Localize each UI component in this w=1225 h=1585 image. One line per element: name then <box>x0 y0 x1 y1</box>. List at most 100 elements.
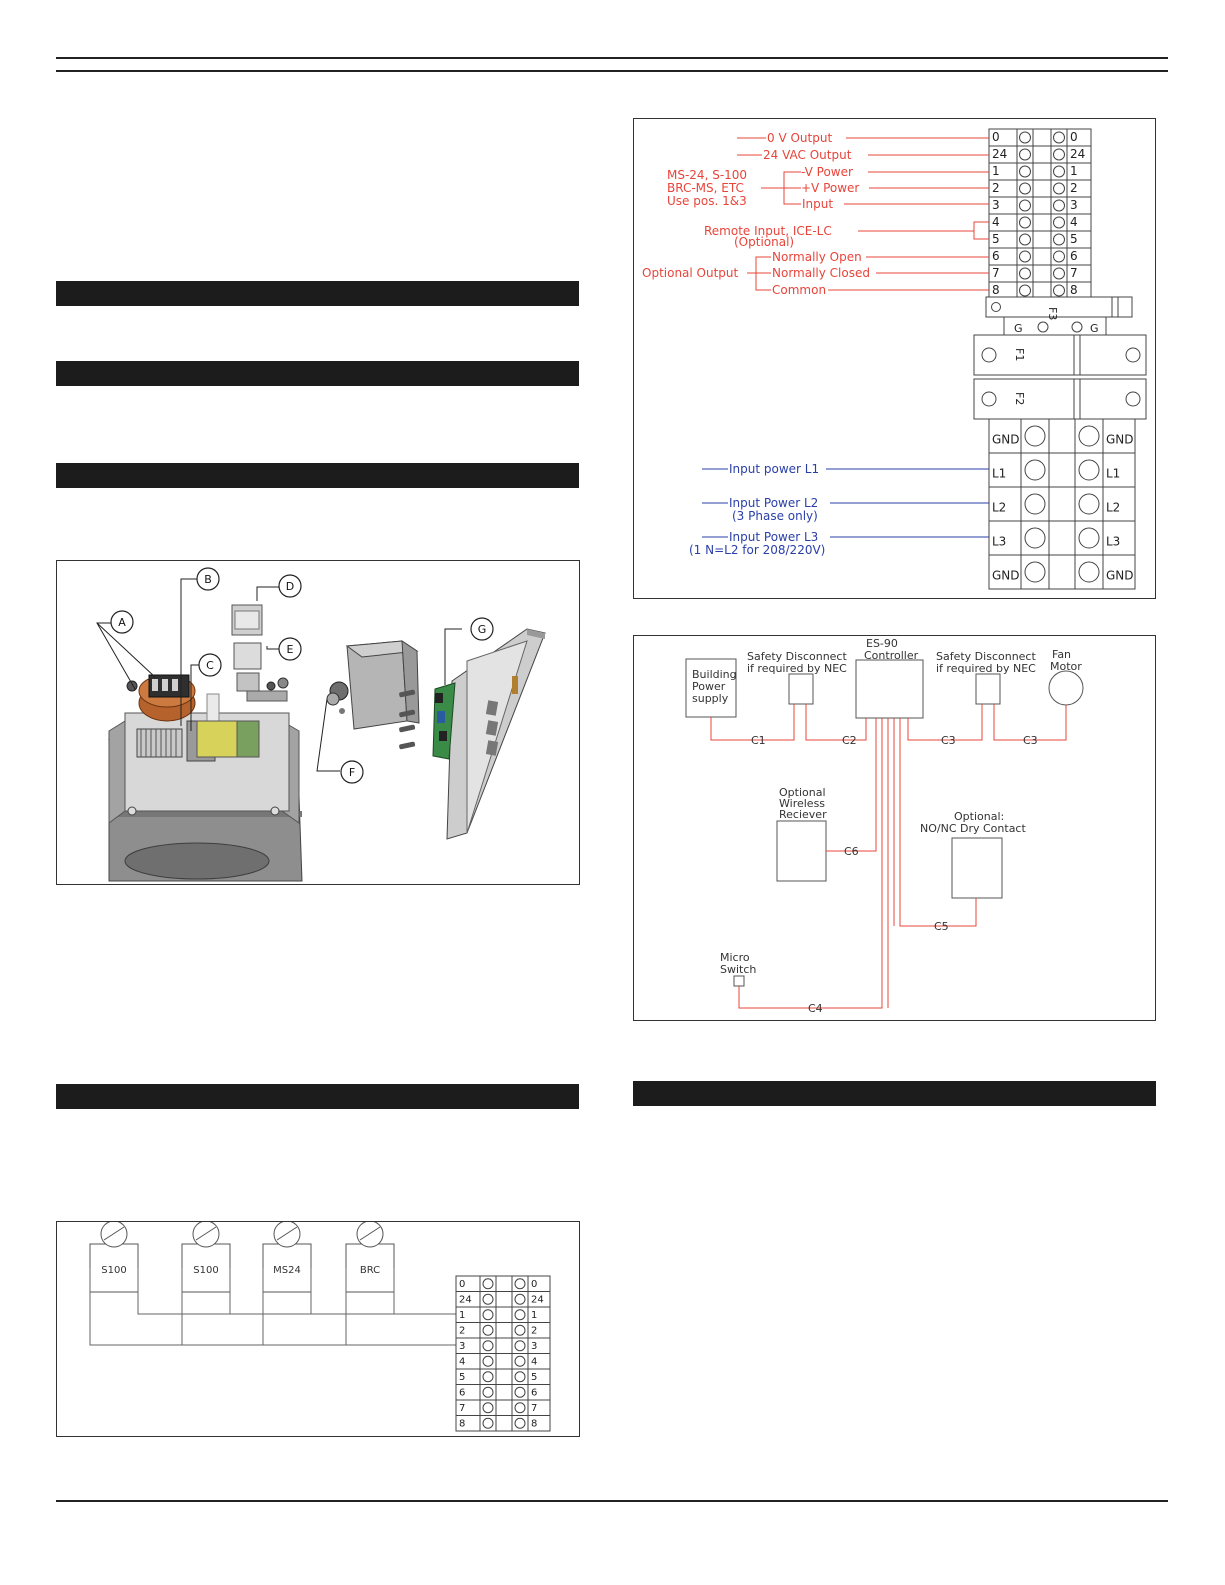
td-terminal-screw-left-4 <box>1019 199 1031 212</box>
callout-c-label: C <box>206 659 214 672</box>
sw-terminal-screw-right-3 <box>514 1324 526 1336</box>
td-terminal-screw-right-6 <box>1053 233 1065 246</box>
td-power-label-left-1: L1 <box>992 466 1006 480</box>
system-diagram-drawing: Building Power supply Safety Disconnect … <box>685 637 1084 1015</box>
dry-contact-line-2: NO/NC Dry Contact <box>920 822 1026 835</box>
three-phase-note: (3 Phase only) <box>732 509 818 523</box>
building-power-line-2: Power <box>692 680 726 693</box>
td-power-label-left-0: GND <box>992 432 1020 446</box>
input-power-l1-label: Input power L1 <box>729 462 819 476</box>
td-terminal-label-left-6: 5 <box>992 232 1000 246</box>
callout-d <box>278 574 302 598</box>
callout-b <box>196 567 220 591</box>
sw-terminal-label-right-8: 7 <box>531 1403 537 1414</box>
section-bar-2 <box>56 361 579 386</box>
micro-switch-line-1: Micro <box>720 951 750 964</box>
callout-f <box>340 760 364 784</box>
td-terminal-label-left-9: 8 <box>992 283 1000 297</box>
td-power-screw-right-2 <box>1078 493 1100 515</box>
f2-label: F2 <box>1013 392 1026 405</box>
cable-c4-label: C4 <box>808 1002 823 1015</box>
controller-line-1: ES-90 <box>866 637 898 650</box>
fan-motor-line-2: Motor <box>1050 660 1082 673</box>
td-power-screw-right-1 <box>1078 459 1100 481</box>
td-terminal-screw-left-2 <box>1019 165 1031 178</box>
section-bar-1 <box>56 281 579 306</box>
td-power-label-left-4: GND <box>992 568 1020 582</box>
td-terminal-screw-right-5 <box>1053 216 1065 229</box>
td-terminal-screw-left-7 <box>1019 250 1031 263</box>
callout-f-label: F <box>349 766 355 779</box>
sw-terminal-screw-right-0 <box>514 1278 526 1290</box>
assembly-figure: A B C D E F G <box>56 560 580 885</box>
sw-terminal-label-right-3: 2 <box>531 1326 537 1337</box>
td-power-label-right-0: GND <box>1106 432 1134 446</box>
sw-terminal-label-right-4: 3 <box>531 1341 537 1352</box>
td-power-label-right-4: GND <box>1106 568 1134 582</box>
sw-terminal-screw-left-8 <box>482 1402 494 1414</box>
td-terminal-label-left-8: 7 <box>992 266 1000 280</box>
td-terminal-screw-left-6 <box>1019 233 1031 246</box>
td-power-label-right-3: L3 <box>1106 534 1120 548</box>
sw-terminal-label-left-7: 6 <box>459 1388 465 1399</box>
neg-power-label: -V Power <box>801 165 853 179</box>
td-terminal-label-right-9: 8 <box>1070 283 1078 297</box>
sw-terminal-screw-left-6 <box>482 1371 494 1383</box>
controller-box <box>855 659 924 719</box>
sw-terminal-label-left-4: 3 <box>459 1341 465 1352</box>
ov-output-label: 0 V Output <box>767 131 832 145</box>
td-terminal-label-right-6: 5 <box>1070 232 1078 246</box>
input-label: Input <box>802 197 833 211</box>
input-power-l3-label: Input Power L3 <box>729 530 818 544</box>
td-terminal-label-left-3: 2 <box>992 181 1000 195</box>
sensors-note-2: BRC-MS, ETC <box>667 181 744 195</box>
sw-terminal-label-left-9: 8 <box>459 1419 465 1430</box>
td-terminal-label-left-5: 4 <box>992 215 1000 229</box>
top-rule-2 <box>56 70 1168 72</box>
sw-terminal-screw-right-6 <box>514 1371 526 1383</box>
system-diagram: Building Power supply Safety Disconnect … <box>633 635 1156 1021</box>
pos-power-label: +V Power <box>801 181 859 195</box>
section-bar-5 <box>633 1081 1156 1106</box>
cable-c5-label: C5 <box>934 920 949 933</box>
td-power-screw-left-0 <box>1024 425 1046 447</box>
td-power-screw-right-4 <box>1078 561 1100 583</box>
td-power-label-left-2: L2 <box>992 500 1006 514</box>
sw-terminal-label-left-1: 24 <box>459 1295 472 1306</box>
g-label-left: G <box>1014 322 1023 335</box>
sw-terminal-label-right-1: 24 <box>531 1295 544 1306</box>
section-bar-4 <box>56 1084 579 1109</box>
cable-c3a-label: C3 <box>941 734 956 747</box>
td-terminal-screw-right-1 <box>1053 148 1065 161</box>
td-power-screw-left-2 <box>1024 493 1046 515</box>
micro-switch-line-2: Switch <box>720 963 756 976</box>
cable-c6-label: C6 <box>844 845 859 858</box>
td-power-label-right-2: L2 <box>1106 500 1120 514</box>
building-power-line-1: Building <box>692 668 737 681</box>
td-terminal-screw-right-8 <box>1053 267 1065 280</box>
td-terminal-screw-right-2 <box>1053 165 1065 178</box>
sensor-3-label: MS24 <box>273 1265 301 1276</box>
micro-switch-box <box>733 975 745 987</box>
td-power-screw-right-0 <box>1078 425 1100 447</box>
sw-terminal-screw-left-2 <box>482 1309 494 1321</box>
td-power-screw-left-3 <box>1024 527 1046 549</box>
td-terminal-screw-right-9 <box>1053 284 1065 297</box>
sw-terminal-screw-left-9 <box>482 1417 494 1429</box>
optional-note: (Optional) <box>734 235 794 249</box>
sw-terminal-label-left-0: 0 <box>459 1279 465 1290</box>
callout-b-label: B <box>204 573 212 586</box>
sw-terminal-screw-right-8 <box>514 1402 526 1414</box>
dry-contact-line-1: Optional: <box>954 810 1004 823</box>
td-terminal-label-right-4: 3 <box>1070 198 1078 212</box>
sw-terminal-label-right-9: 8 <box>531 1419 537 1430</box>
sw-terminal-screw-left-1 <box>482 1293 494 1305</box>
f3-label: F3 <box>1046 307 1059 320</box>
td-power-screw-left-1 <box>1024 459 1046 481</box>
wireless-line-3: Reciever <box>779 808 827 821</box>
optional-output-label: Optional Output <box>642 266 739 280</box>
